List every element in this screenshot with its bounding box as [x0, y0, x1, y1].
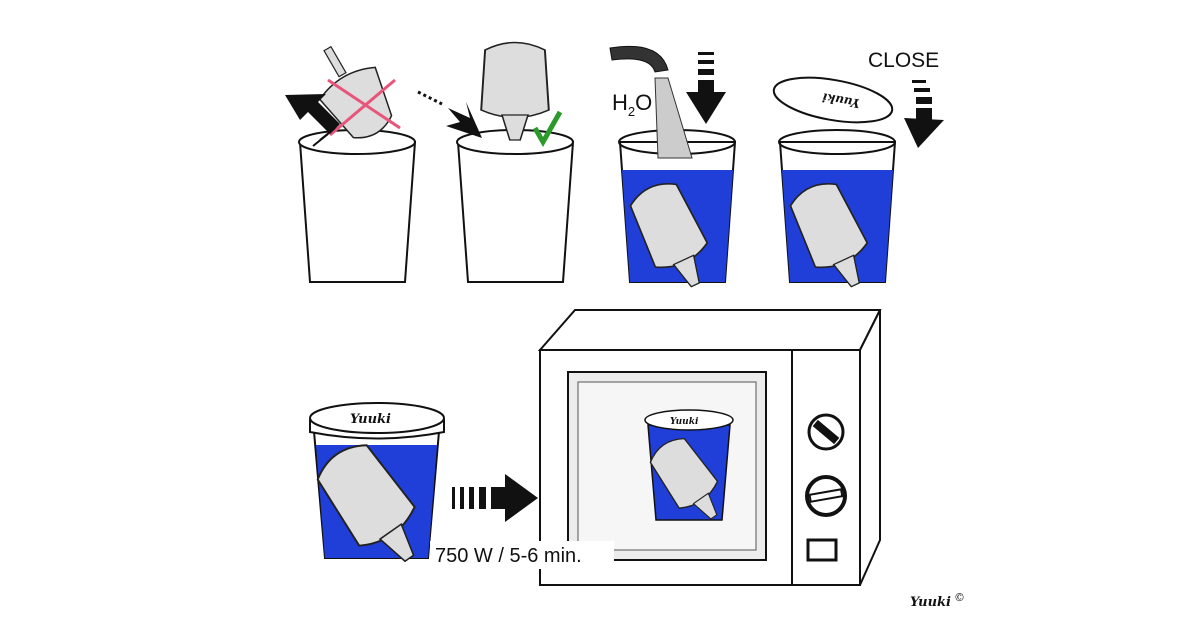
- lid-logo: Yuuki: [350, 412, 391, 427]
- step4-cup-close: Yuuki CLOSE: [772, 49, 944, 298]
- lid: [772, 76, 894, 124]
- step3-cup-water: H2O: [609, 45, 737, 298]
- sealed-cup-in-microwave: Yuuki: [643, 409, 734, 531]
- power-knob[interactable]: [805, 475, 847, 517]
- sealed-cup: Yuuki: [307, 402, 445, 579]
- arrow-down-right-icon: [417, 90, 482, 138]
- svg-text:Yuuki: Yuuki: [670, 417, 699, 427]
- power-time-label-backing: [430, 541, 614, 569]
- check-icon: [532, 110, 563, 148]
- arrow-down-icon: [686, 52, 726, 124]
- arrow-right-icon: [452, 474, 538, 522]
- arrow-down-icon: [904, 80, 944, 148]
- faucet-icon: [609, 45, 669, 73]
- power-time-label: 750 W / 5-6 min.: [435, 545, 582, 567]
- wrong-cross-icon: [327, 78, 401, 137]
- step1-cup-wrong: [285, 45, 417, 283]
- brand-signature: Yuuki©: [910, 591, 965, 610]
- lid-logo: Yuuki: [821, 90, 861, 110]
- microwave: Yuuki: [537, 309, 882, 586]
- water-stream: [654, 77, 693, 159]
- menstrual-cup-icon: [480, 41, 550, 141]
- step2-cup-correct: [417, 41, 575, 283]
- arrow-up-left-icon: [285, 94, 340, 147]
- close-label: CLOSE: [868, 49, 939, 72]
- door-button[interactable]: [806, 538, 838, 562]
- h2o-label: H2O: [612, 90, 652, 119]
- timer-knob[interactable]: [807, 413, 845, 451]
